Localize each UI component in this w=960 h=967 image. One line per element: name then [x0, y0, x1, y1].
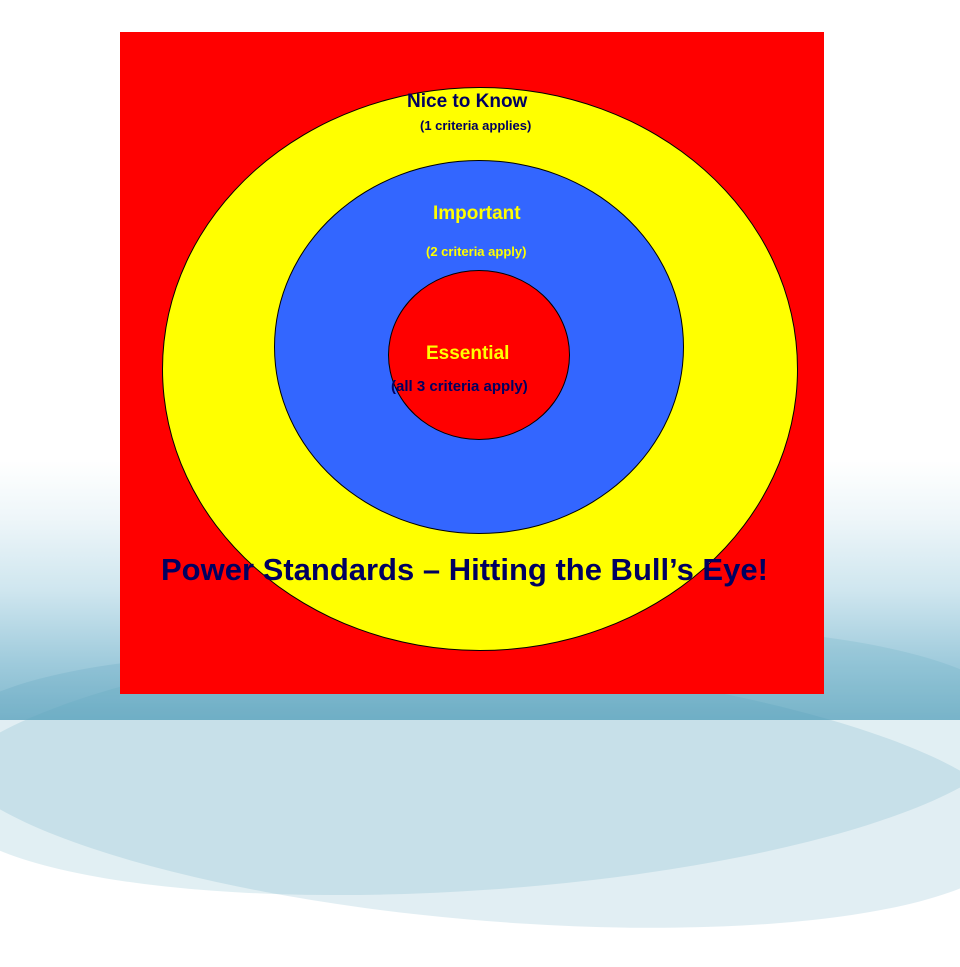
important-subtitle: (2 criteria apply)	[426, 244, 527, 259]
essential-title: Essential	[426, 343, 510, 364]
nice-to-know-title: Nice to Know	[407, 91, 528, 112]
essential-subtitle: (all 3 criteria apply)	[391, 378, 528, 395]
important-title: Important	[433, 203, 521, 224]
bullseye-slide: Nice to Know (1 criteria applies) Import…	[120, 32, 824, 694]
nice-to-know-subtitle: (1 criteria applies)	[420, 118, 532, 133]
slide-caption: Power Standards – Hitting the Bull’s Eye…	[161, 552, 768, 587]
inner-ring-essential	[388, 270, 570, 440]
